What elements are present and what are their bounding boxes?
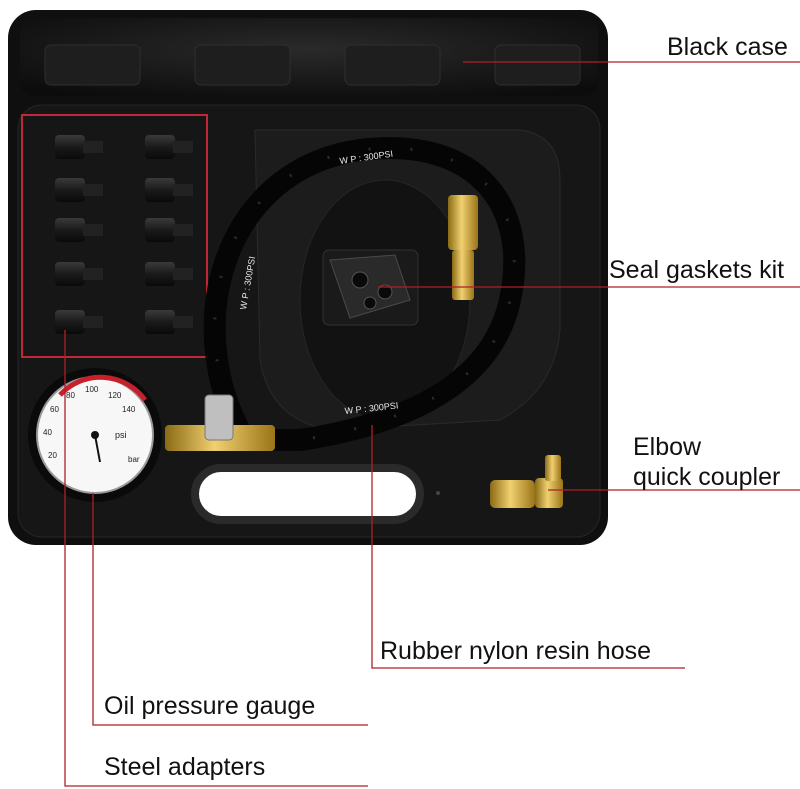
label-gauge: Oil pressure gauge xyxy=(104,692,316,720)
leader-gauge xyxy=(92,493,368,726)
elbow-quick-coupler xyxy=(490,455,563,508)
label-black-case: Black case xyxy=(667,33,788,61)
leader-adapters xyxy=(64,330,368,787)
steel-adapters xyxy=(21,114,208,358)
gauge-needle xyxy=(94,434,101,463)
seal-gaskets xyxy=(322,249,419,326)
gauge-unit-bar: bar xyxy=(128,455,140,464)
gauge-tick-140: 140 xyxy=(122,405,136,414)
gauge-tick-120: 120 xyxy=(108,391,122,400)
gauge-tick-40: 40 xyxy=(43,428,52,437)
label-hose: Rubber nylon resin hose xyxy=(380,637,651,665)
label-elbow-line2: quick coupler xyxy=(633,463,781,491)
adapter-col-right xyxy=(145,135,193,334)
brass-quick-coupler xyxy=(448,195,478,300)
leader-hose xyxy=(371,425,685,669)
label-seal-gaskets: Seal gaskets kit xyxy=(609,256,785,284)
adapters-highlight-box xyxy=(21,114,208,358)
gauge-tick-20: 20 xyxy=(48,451,57,460)
gauge-tick-60: 60 xyxy=(50,405,59,414)
gauge-tick-80: 80 xyxy=(66,391,75,400)
leader-lines xyxy=(64,61,800,787)
label-elbow-line1: Elbow xyxy=(633,433,702,461)
adapter-col-left xyxy=(55,135,103,334)
gauge-tick-100: 100 xyxy=(85,385,99,394)
oil-pressure-gauge: 20 40 60 80 100 120 140 psi bar xyxy=(28,368,275,502)
label-adapters: Steel adapters xyxy=(104,753,266,781)
gauge-unit-psi: psi xyxy=(115,430,127,440)
